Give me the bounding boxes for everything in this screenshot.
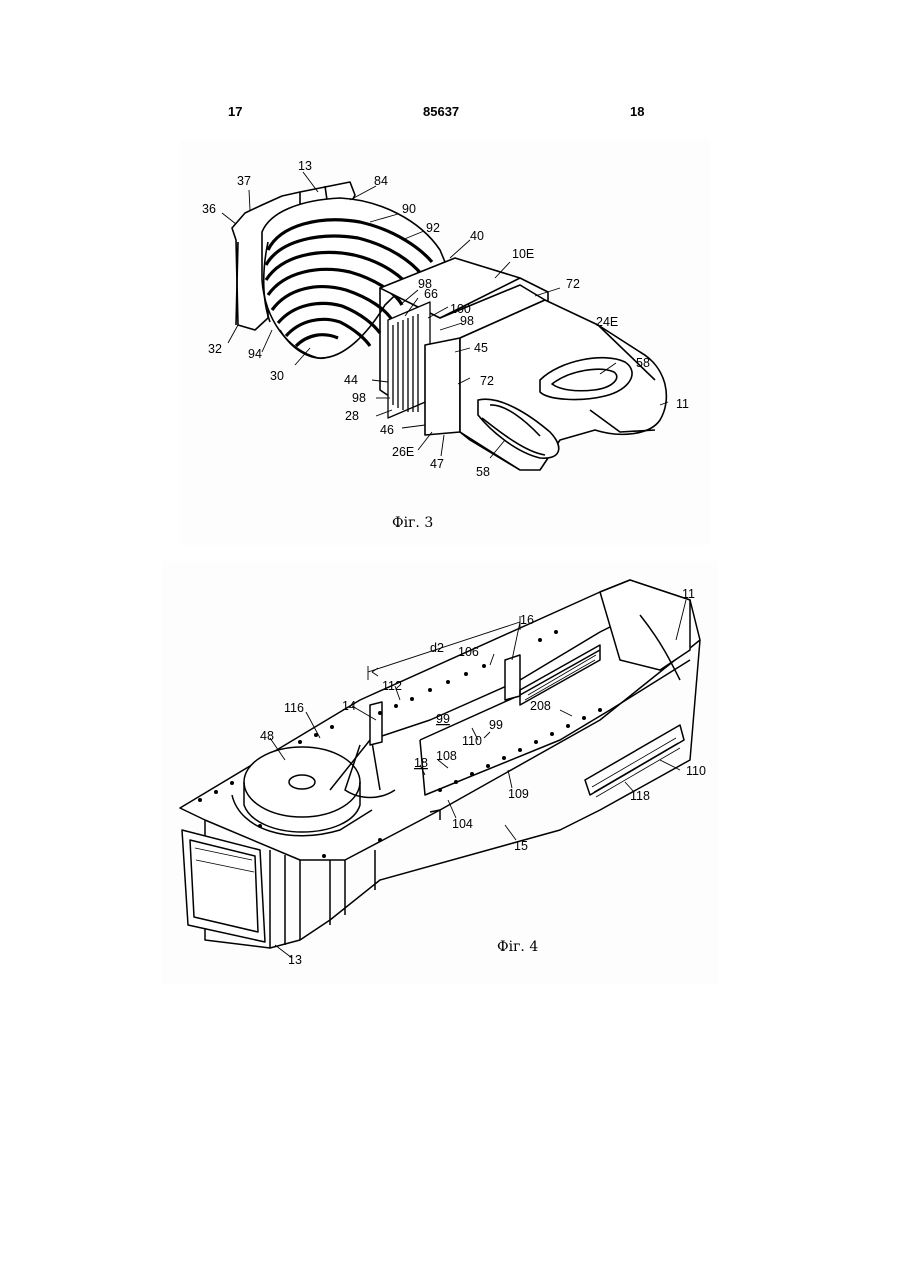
fig3-label-72a: 72 xyxy=(566,277,580,291)
figure-4-drawing: 11 16 d2 106 112 14 116 99 99 208 110 48… xyxy=(162,561,718,984)
fig4-label-106: 106 xyxy=(458,645,479,659)
fig3-label-46: 46 xyxy=(380,423,394,437)
fig3-label-98c: 98 xyxy=(352,391,366,405)
fig4-label-d2: d2 xyxy=(430,641,444,655)
fig3-label-10E: 10E xyxy=(512,247,534,261)
fig3-label-37: 37 xyxy=(237,174,251,188)
fig3-label-94: 94 xyxy=(248,347,262,361)
fig3-label-44: 44 xyxy=(344,373,358,387)
fig4-label-208: 208 xyxy=(530,699,551,713)
fig4-label-18: 18 xyxy=(414,756,428,770)
fig3-label-32: 32 xyxy=(208,342,222,356)
fig4-label-116: 116 xyxy=(284,701,304,715)
fig4-label-16: 16 xyxy=(520,613,534,627)
fig4-label-108: 108 xyxy=(436,749,457,763)
document-number: 85637 xyxy=(423,104,459,119)
left-page-number: 17 xyxy=(228,104,242,119)
right-page-number: 18 xyxy=(630,104,644,119)
fig3-label-24E: 24E xyxy=(596,315,618,329)
fig4-label-104: 104 xyxy=(452,817,473,831)
figure-3-panel: 13 84 37 36 90 92 40 10E 72 24E 98 66 10… xyxy=(180,140,710,545)
fig3-label-28: 28 xyxy=(345,409,359,423)
fig3-label-26E: 26E xyxy=(392,445,414,459)
fig4-label-99a: 99 xyxy=(436,712,450,726)
fig3-label-47: 47 xyxy=(430,457,444,471)
fig4-label-110b: 110 xyxy=(686,764,706,778)
fig4-label-112: 112 xyxy=(382,679,402,693)
figure-4-panel: 11 16 d2 106 112 14 116 99 99 208 110 48… xyxy=(162,561,718,984)
fig4-label-14: 14 xyxy=(342,699,356,713)
fig3-label-13: 13 xyxy=(298,159,312,173)
fig4-label-99b: 99 xyxy=(489,718,503,732)
fig3-label-72b: 72 xyxy=(480,374,494,388)
fig3-label-84: 84 xyxy=(374,174,388,188)
fig4-label-118: 118 xyxy=(630,789,650,803)
fig3-label-58b: 58 xyxy=(476,465,490,479)
fig4-label-110a: 110 xyxy=(462,734,482,748)
fig4-label-15: 15 xyxy=(514,839,528,853)
fig3-label-90: 90 xyxy=(402,202,416,216)
fig3-label-11: 11 xyxy=(676,397,689,411)
fig3-label-40: 40 xyxy=(470,229,484,243)
fig4-label-48: 48 xyxy=(260,729,274,743)
fig3-label-66: 66 xyxy=(424,287,438,301)
fig3-label-92: 92 xyxy=(426,221,440,235)
fig3-label-45: 45 xyxy=(474,341,488,355)
fig3-label-36: 36 xyxy=(202,202,216,216)
fig4-label-13: 13 xyxy=(288,953,302,967)
fig4-label-11: 11 xyxy=(682,587,695,601)
fig3-label-58a: 58 xyxy=(636,356,650,370)
fig3-label-30: 30 xyxy=(270,369,284,383)
fig3-label-98b: 98 xyxy=(460,314,474,328)
figure-3-drawing: 13 84 37 36 90 92 40 10E 72 24E 98 66 10… xyxy=(180,140,710,545)
figure-3-caption: Фіг. 3 xyxy=(392,515,433,531)
figure-4-caption: Фіг. 4 xyxy=(497,939,538,955)
fig4-label-109: 109 xyxy=(508,787,529,801)
